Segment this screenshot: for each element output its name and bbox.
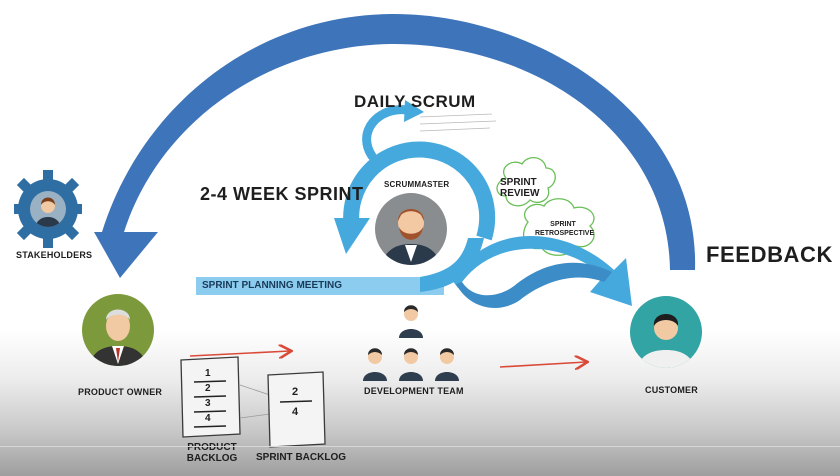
sprint-backlog-label: SPRINT BACKLOG — [256, 452, 346, 463]
product-owner-label: PRODUCT OWNER — [78, 387, 163, 397]
sprint-cycle-arc — [343, 141, 496, 241]
backlog-connectors — [239, 384, 271, 419]
daily-scrum-label: DAILY SCRUM — [354, 92, 476, 111]
daily-scrum-loop-head — [404, 100, 424, 122]
sprint-duration-label: 2-4 WEEK SPRINT — [200, 184, 364, 204]
sprint-retrospective-label: SPRINT RETROSPECTIVE — [535, 221, 595, 237]
stakeholders-label: STAKEHOLDERS — [16, 250, 93, 260]
flow-arrow-team-to-customer — [499, 362, 586, 367]
product-backlog-item: 4 — [205, 413, 211, 424]
product-backlog-label: PRODUCT BACKLOG — [186, 442, 238, 464]
product-backlog-lines — [193, 380, 227, 428]
sprint-backlog-lines — [279, 400, 313, 403]
development-team-people — [363, 305, 459, 381]
sprint-backlog-sheet — [267, 371, 326, 448]
daily-scrum-notes — [419, 113, 497, 132]
feedback-label: FEEDBACK — [706, 242, 834, 267]
customer-label: CUSTOMER — [645, 385, 698, 395]
daily-scrum-loop — [362, 105, 413, 161]
scrummaster-avatar — [375, 193, 447, 265]
sprint-backlog-item: 4 — [292, 406, 299, 418]
scrummaster-label: SCRUMMASTER — [384, 180, 450, 189]
customer-avatar — [630, 296, 702, 368]
flow-arrow-owner-to-backlog — [189, 351, 290, 356]
sprint-planning-bar-curve — [420, 238, 484, 292]
sprint-backlog-item: 2 — [292, 386, 299, 398]
product-owner-avatar — [82, 294, 154, 366]
sprint-review-cloud — [496, 157, 556, 207]
sprint-planning-meeting-label: SPRINT PLANNING MEETING — [202, 280, 343, 291]
product-backlog-item: 2 — [205, 383, 211, 394]
to-customer-arrow-body — [456, 262, 612, 308]
feedback-arrow — [94, 13, 696, 278]
product-backlog-item: 3 — [205, 398, 211, 409]
sprint-review-label: SPRINT REVIEW — [500, 177, 540, 199]
sprint-cycle-arrowhead — [334, 218, 370, 254]
sprint-planning-bar — [196, 277, 444, 295]
development-team-label: DEVELOPMENT TEAM — [364, 386, 464, 396]
stakeholders-gear — [14, 170, 82, 248]
video-bottom-divider — [0, 446, 840, 447]
product-backlog-item: 1 — [205, 368, 211, 379]
to-customer-arrow — [452, 235, 632, 306]
